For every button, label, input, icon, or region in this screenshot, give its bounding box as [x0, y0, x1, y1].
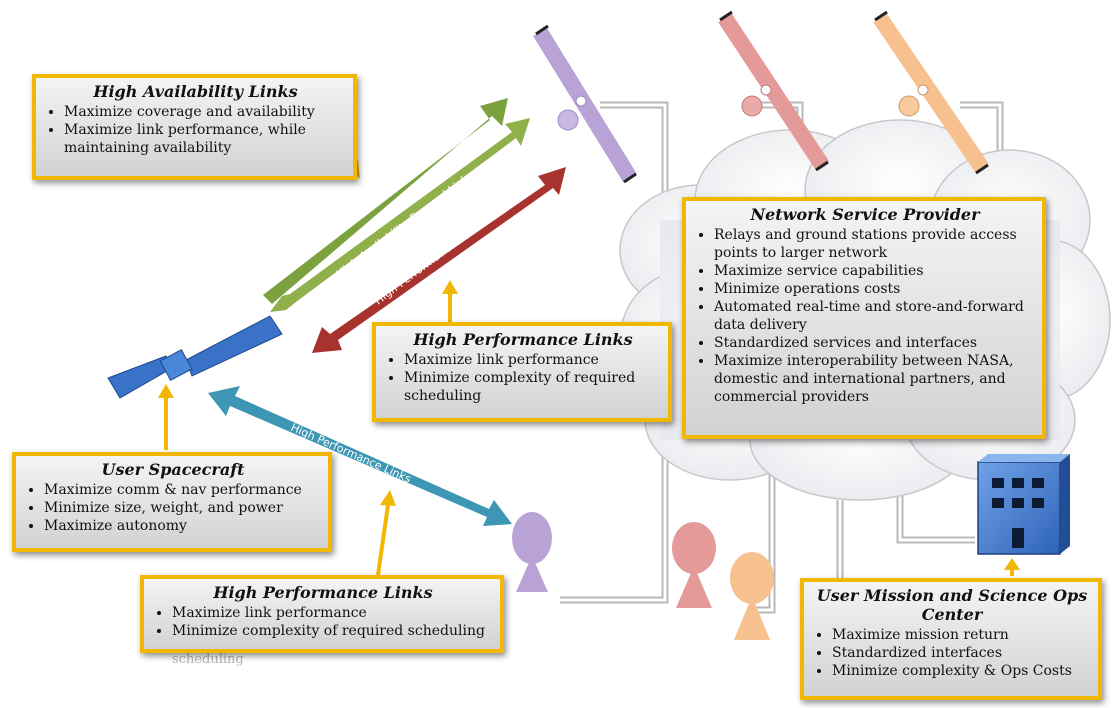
- box-title: User Mission and Science Ops Center: [816, 586, 1088, 624]
- user-mission-ops-box: User Mission and Science Ops Center Maxi…: [800, 578, 1102, 700]
- ground-station-icon: [672, 522, 716, 608]
- box-title: User Spacecraft: [101, 460, 245, 479]
- relay-satellite-icon: [873, 10, 989, 175]
- list-item: Maximize service capabilities: [714, 262, 1032, 280]
- box-title: Network Service Provider: [750, 205, 980, 224]
- user-spacecraft-box: User Spacecraft Maximize comm & nav perf…: [12, 452, 332, 552]
- box-title: High Availability Links: [93, 82, 298, 101]
- list-item: Maximize mission return: [832, 626, 1088, 644]
- box-list: Maximize coverage and availability Maxim…: [48, 103, 343, 157]
- box-list: Relays and ground stations provide acces…: [698, 226, 1032, 406]
- high-performance-links-box-bottom: High Performance Links Maximize link per…: [140, 575, 504, 653]
- high-availability-links-box: High Availability Links Maximize coverag…: [32, 74, 357, 180]
- network-service-provider-box: Network Service Provider Relays and grou…: [682, 197, 1046, 439]
- box-title: High Performance Links: [413, 330, 633, 349]
- list-item: Maximize link performance: [172, 604, 490, 622]
- list-item: Maximize interoperability between NASA, …: [714, 352, 1032, 406]
- box-list: Maximize link performance Minimize compl…: [156, 604, 490, 640]
- list-item: Maximize link performance: [404, 351, 658, 369]
- list-item: Automated real-time and store-and-forwar…: [714, 298, 1032, 334]
- box-list: Maximize mission return Standardized int…: [816, 626, 1088, 680]
- box-list: Maximize comm & nav performance Minimize…: [28, 481, 318, 535]
- list-item: Minimize complexity of required scheduli…: [404, 369, 658, 405]
- list-item: Maximize autonomy: [44, 517, 318, 535]
- list-item: Standardized interfaces: [832, 644, 1088, 662]
- list-item: Minimize size, weight, and power: [44, 499, 318, 517]
- relay-satellite-icon: [533, 24, 637, 184]
- ghost-text: scheduling: [172, 652, 244, 667]
- user-spacecraft-icon: [107, 315, 283, 399]
- ground-station-icon: [730, 552, 774, 640]
- operations-building-icon: [977, 454, 1070, 555]
- list-item: Minimize complexity of required scheduli…: [172, 622, 490, 640]
- list-item: Relays and ground stations provide acces…: [714, 226, 1032, 262]
- list-item: Standardized services and interfaces: [714, 334, 1032, 352]
- ground-station-icon: [512, 512, 552, 592]
- list-item: Maximize link performance, while maintai…: [64, 121, 343, 157]
- box-title: High Performance Links: [213, 583, 433, 602]
- list-item: Maximize comm & nav performance: [44, 481, 318, 499]
- list-item: Minimize complexity & Ops Costs: [832, 662, 1088, 680]
- list-item: Maximize coverage and availability: [64, 103, 343, 121]
- callout-arrows: [158, 148, 1020, 576]
- list-item: Minimize operations costs: [714, 280, 1032, 298]
- relay-satellite-icon: [718, 10, 829, 172]
- box-list: Maximize link performance Minimize compl…: [388, 351, 658, 405]
- high-performance-links-box-mid: High Performance Links Maximize link per…: [372, 322, 672, 422]
